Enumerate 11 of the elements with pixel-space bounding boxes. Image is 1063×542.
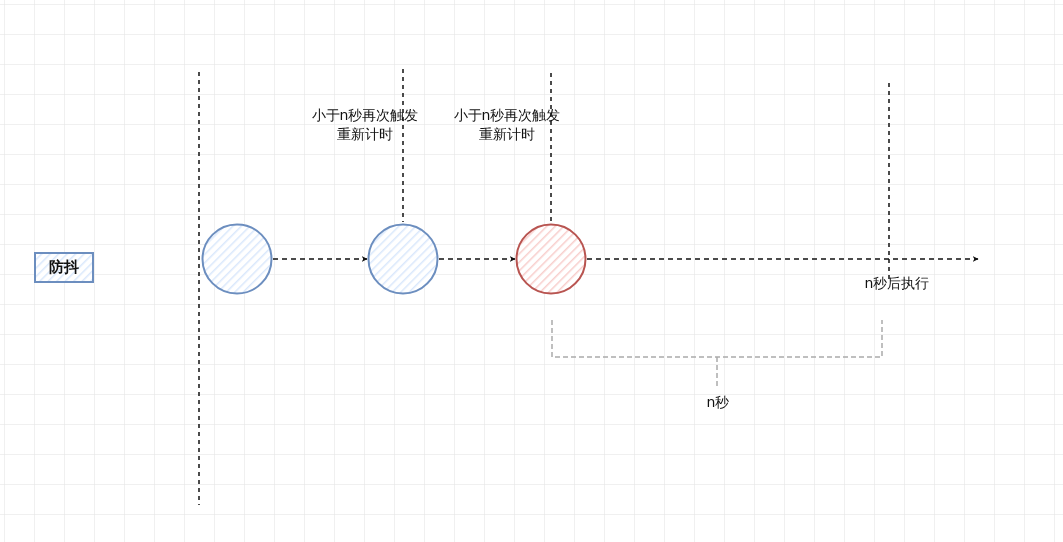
arrow	[586, 256, 979, 262]
event-circle	[515, 223, 587, 295]
annotation-text: 小于n秒再次触发重新计时	[310, 106, 420, 144]
title-box: 防抖	[34, 252, 94, 283]
annotation-text: 小于n秒再次触发重新计时	[452, 106, 562, 144]
event-circle	[201, 223, 273, 295]
arrow	[272, 256, 368, 262]
arrow	[438, 256, 516, 262]
annotation-text: n秒	[705, 393, 731, 412]
event-circle	[367, 223, 439, 295]
annotation-text: n秒后执行	[863, 274, 931, 293]
